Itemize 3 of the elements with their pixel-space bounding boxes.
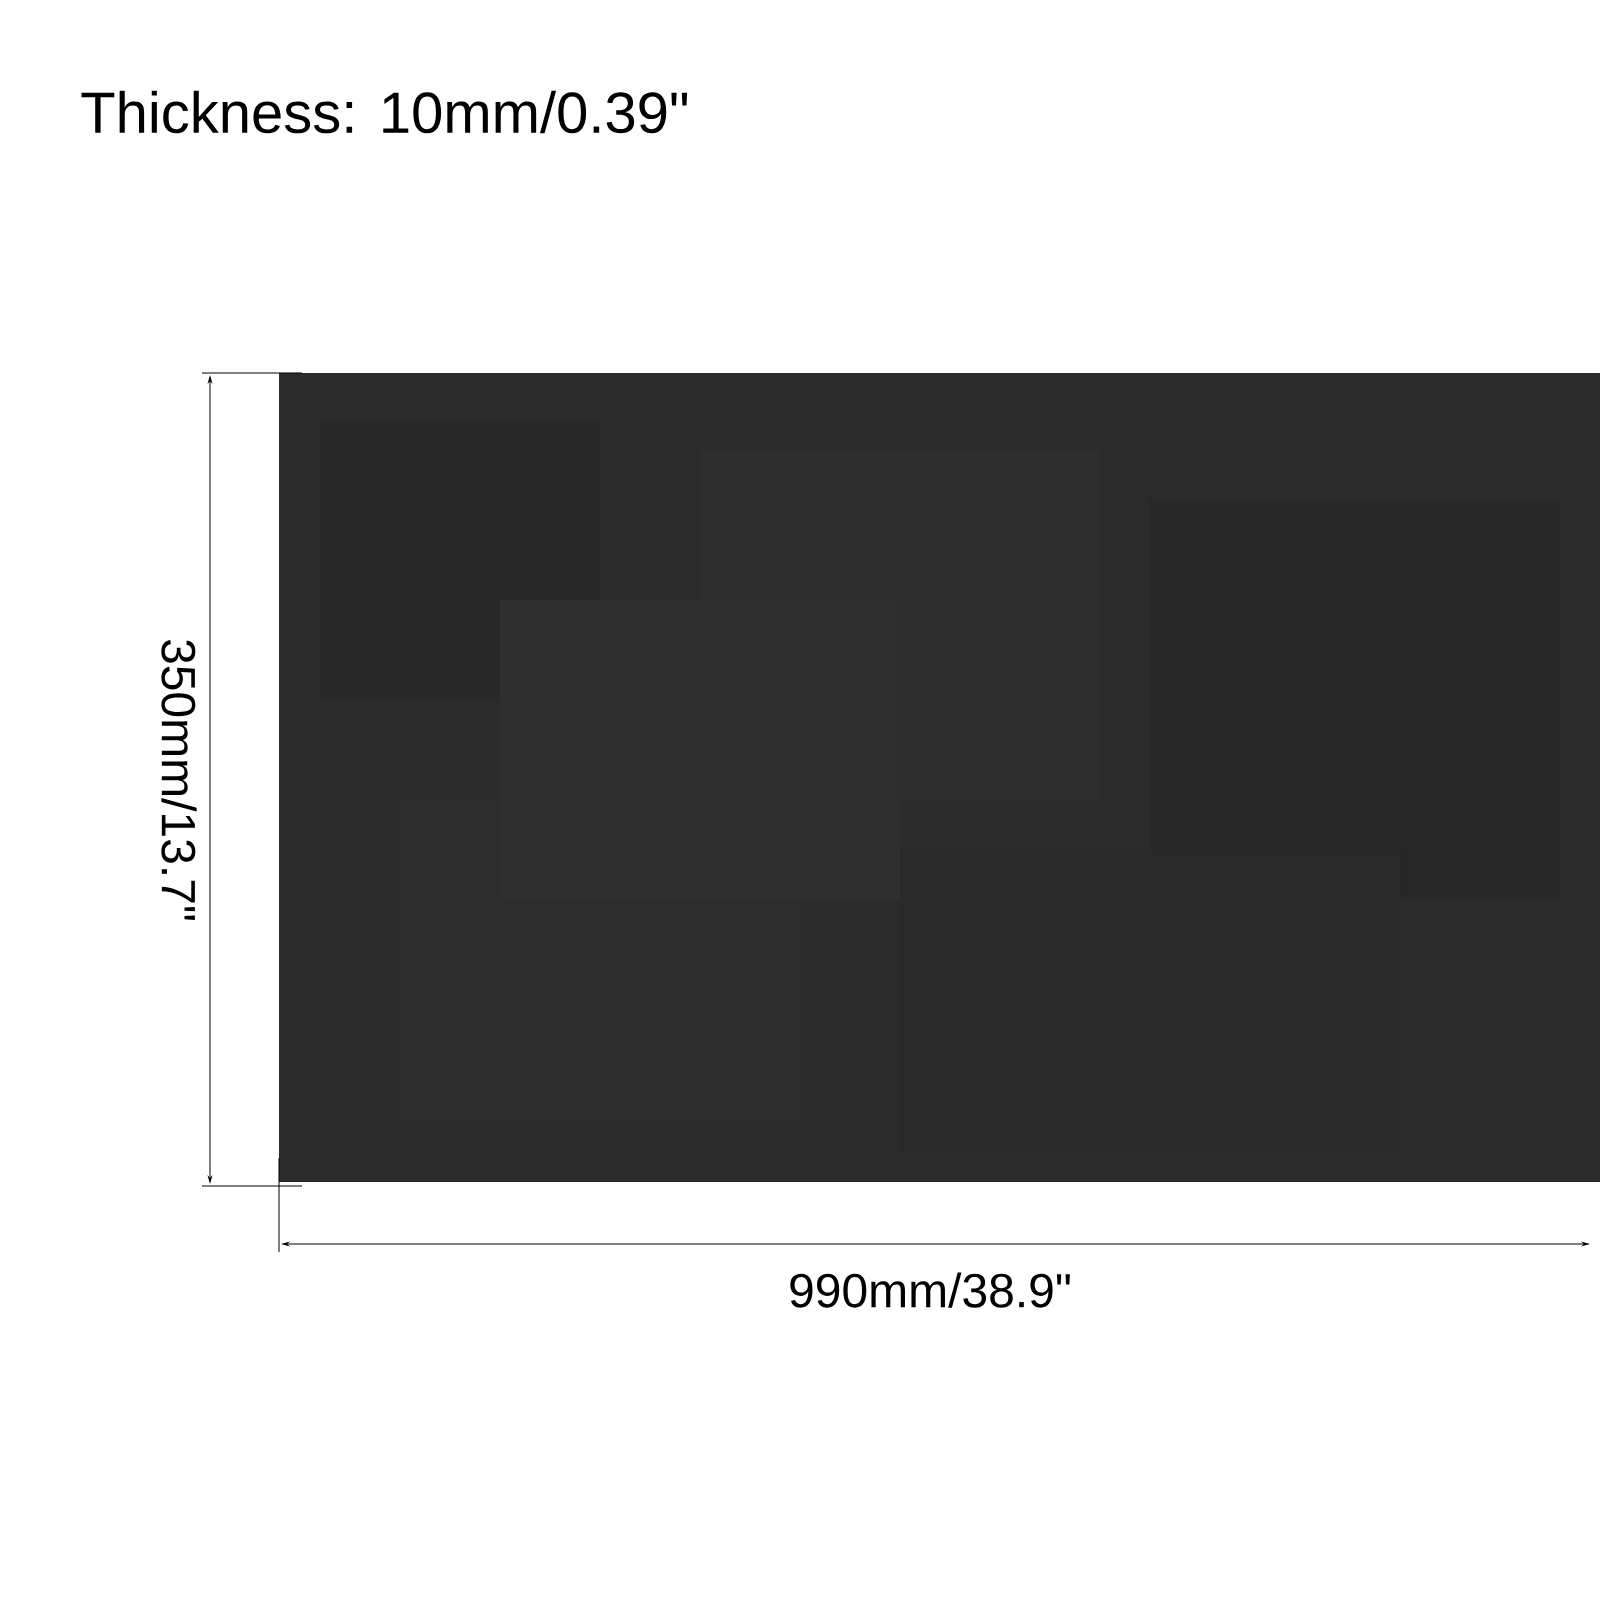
thickness-label: Thickness: 10mm/0.39" — [81, 90, 688, 134]
dimension-label: 990mm/38.9" — [790, 1272, 1070, 1308]
dimension-label: 350mm/13.7" — [161, 639, 197, 920]
